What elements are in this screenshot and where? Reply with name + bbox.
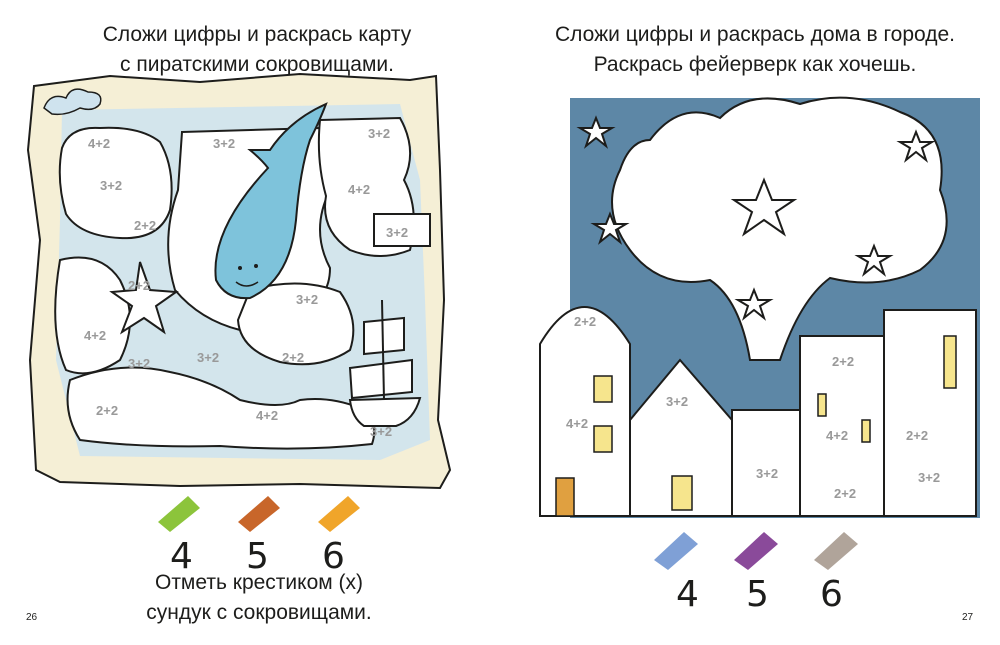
star-icon — [730, 177, 798, 237]
sum-label: 3+2 — [918, 470, 940, 485]
sum-label: 2+2 — [574, 314, 596, 329]
sum-label: 3+2 — [100, 178, 122, 193]
sum-label: 2+2 — [906, 428, 928, 443]
palette-digit: 5 — [246, 536, 269, 577]
star-icon — [590, 211, 630, 245]
window — [593, 375, 613, 403]
building-middle — [731, 409, 801, 517]
right-page-title: Сложи цифры и раскрась дома в городе. Ра… — [500, 20, 1000, 80]
building-tall — [883, 309, 977, 517]
window — [861, 419, 871, 443]
window — [593, 425, 613, 453]
palm-tree — [109, 261, 179, 335]
star-icon — [734, 287, 774, 321]
sum-label: 2+2 — [832, 354, 854, 369]
treasure-map-illustration: 4+2 3+2 3+2 2+2 3+2 4+2 3+2 2+2 3+2 4+2 … — [26, 72, 452, 577]
color-palette: 4 5 6 — [654, 532, 858, 615]
sum-label: 3+2 — [666, 394, 688, 409]
left-title-line2: с пиратскими сокровищами. — [120, 53, 394, 76]
sum-label: 2+2 — [96, 403, 118, 418]
sum-label: 3+2 — [756, 466, 778, 481]
color-swatch-grey — [814, 532, 858, 570]
left-footer-line1: Отметь крестиком (х) — [154, 571, 364, 594]
right-title-line2: Раскрась фейерверк как хочешь. — [593, 53, 917, 76]
window — [943, 335, 957, 389]
color-swatch-orange — [318, 496, 360, 532]
treasure-chest — [373, 213, 431, 247]
sum-label: 3+2 — [368, 126, 390, 141]
island-top-left — [58, 126, 173, 240]
left-footer-line2: сундук с сокровищами. — [146, 601, 372, 624]
window — [671, 475, 693, 511]
sum-label: 3+2 — [213, 136, 235, 151]
sum-label: 2+2 — [128, 278, 150, 293]
palette-digit: 5 — [746, 574, 769, 615]
sum-label: 3+2 — [128, 356, 150, 371]
palette-digit: 6 — [820, 574, 843, 615]
sum-label: 3+2 — [197, 350, 219, 365]
window — [817, 393, 827, 417]
left-page: Сложи цифры и раскрась карту с пиратским… — [0, 20, 500, 628]
sum-label: 3+2 — [386, 225, 408, 240]
palette-digit: 4 — [170, 536, 193, 577]
palette-digit: 4 — [676, 574, 699, 615]
star-icon — [896, 129, 936, 163]
sum-label: 4+2 — [88, 136, 110, 151]
island-left-lower — [54, 256, 131, 375]
page-number: 27 — [962, 612, 974, 623]
page-number: 26 — [26, 612, 38, 623]
sum-label: 3+2 — [370, 424, 392, 439]
color-swatch-purple — [734, 532, 778, 570]
left-page-title: Сложи цифры и раскрась карту с пиратским… — [0, 20, 500, 80]
palette-digit: 6 — [322, 536, 345, 577]
star-icon — [576, 115, 616, 149]
sum-label: 4+2 — [256, 408, 278, 423]
color-swatch-blue — [654, 532, 698, 570]
building-peaked — [629, 358, 733, 517]
sum-label: 4+2 — [826, 428, 848, 443]
sum-label: 4+2 — [348, 182, 370, 197]
right-page: Сложи цифры и раскрась дома в городе. Ра… — [500, 0, 1000, 645]
sum-label: 4+2 — [566, 416, 588, 431]
city-fireworks-illustration: 2+2 2+2 3+2 4+2 3+2 4+2 2+2 3+2 2+2 4 5 … — [539, 96, 980, 615]
ship — [348, 299, 422, 427]
right-title-line1: Сложи цифры и раскрась дома в городе. — [554, 23, 955, 46]
left-title-line1: Сложи цифры и раскрась карту — [102, 23, 412, 46]
color-swatch-green — [158, 496, 200, 532]
door — [555, 477, 575, 517]
color-palette: 4 5 6 — [158, 496, 360, 577]
sum-label: 2+2 — [282, 350, 304, 365]
sum-label: 4+2 — [84, 328, 106, 343]
building-dome — [539, 306, 631, 517]
sum-label: 2+2 — [134, 218, 156, 233]
color-swatch-brown — [238, 496, 280, 532]
whale — [214, 102, 328, 300]
left-footer-instruction: Отметь крестиком (х) сундук с сокровищам… — [0, 568, 500, 628]
sum-label: 2+2 — [834, 486, 856, 501]
island-right-middle — [236, 282, 355, 366]
sum-label: 3+2 — [296, 292, 318, 307]
star-icon — [854, 243, 894, 277]
cloud — [43, 88, 102, 116]
